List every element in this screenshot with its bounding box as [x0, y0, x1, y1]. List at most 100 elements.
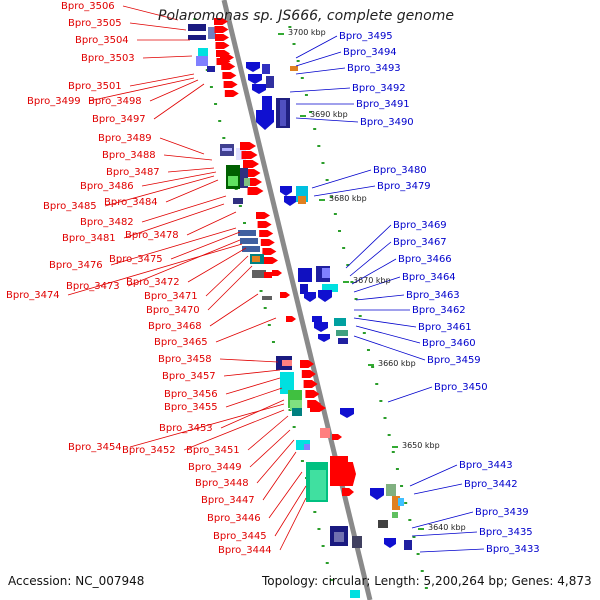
forward-gene-leader	[127, 239, 241, 287]
gene-block	[350, 590, 360, 598]
gene-block	[222, 148, 232, 151]
gene-block	[290, 66, 298, 71]
forward-gene-label: Bpro_3447	[201, 495, 255, 506]
forward-gene-label: Bpro_3458	[158, 354, 212, 365]
reverse-gene-label: Bpro_3491	[356, 99, 410, 110]
forward-gene-leader	[207, 265, 253, 311]
reverse-gene-leader	[295, 35, 338, 59]
forward-gene-leader	[170, 231, 241, 260]
gene-block	[320, 428, 330, 438]
tick-mark	[222, 137, 226, 139]
forward-gene-arrow	[215, 42, 230, 49]
forward-gene-label: Bpro_3446	[207, 513, 261, 524]
forward-gene-label: Bpro_3444	[218, 545, 272, 556]
tick-mark	[313, 128, 317, 130]
forward-gene-leader	[129, 403, 285, 448]
gene-block	[242, 246, 260, 252]
forward-gene-label: Bpro_3499	[27, 96, 81, 107]
forward-gene-arrow	[223, 81, 238, 88]
reverse-gene-label: Bpro_3463	[406, 290, 460, 301]
tick-mark	[193, 18, 197, 20]
tick-mark	[309, 111, 313, 113]
forward-gene-leader	[223, 369, 281, 377]
forward-gene-label: Bpro_3482	[80, 217, 134, 228]
forward-gene-leader	[268, 471, 303, 519]
forward-gene-leader	[142, 55, 193, 59]
forward-gene-label: Bpro_3487	[106, 167, 160, 178]
forward-gene-arrow	[256, 212, 270, 219]
forward-gene-label: Bpro_3445	[213, 531, 267, 542]
forward-gene-leader	[220, 399, 285, 429]
gene-block	[292, 408, 302, 416]
gene-block	[290, 400, 302, 410]
tick-mark	[366, 349, 370, 351]
tick-mark	[412, 536, 416, 538]
forward-gene-leader	[274, 485, 307, 537]
kbp-label: 3690 kbp	[310, 110, 348, 119]
gene-block	[386, 484, 396, 496]
reverse-gene-arrow	[280, 186, 292, 196]
reverse-gene-label: Bpro_3469	[393, 220, 447, 231]
kbp-label: 3650 kbp	[402, 441, 440, 450]
tick-mark	[420, 570, 424, 572]
gene-block	[352, 536, 362, 548]
gene-block	[378, 520, 388, 528]
forward-gene-arrow	[247, 187, 264, 195]
forward-gene-leader	[67, 243, 243, 296]
forward-gene-label: Bpro_3475	[109, 254, 163, 265]
kbp-label: 3640 kbp	[428, 523, 466, 532]
gene-block	[334, 532, 344, 542]
forward-gene-arrow	[310, 404, 326, 412]
forward-gene-arrow	[342, 488, 354, 496]
forward-gene-leader	[149, 79, 199, 102]
reverse-gene-label: Bpro_3494	[343, 47, 397, 58]
gene-block	[336, 330, 348, 336]
gene-block	[208, 27, 216, 39]
tick-mark	[321, 545, 325, 547]
tick-mark	[313, 511, 317, 513]
reverse-gene-label: Bpro_3442	[464, 479, 518, 490]
forward-gene-label: Bpro_3452	[122, 445, 176, 456]
forward-gene-label: Bpro_3455	[164, 402, 218, 413]
gene-block	[244, 178, 250, 186]
reverse-gene-leader	[353, 276, 401, 293]
forward-gene-leader	[141, 195, 227, 223]
reverse-gene-arrow	[318, 290, 332, 302]
forward-gene-label: Bpro_3471	[144, 291, 198, 302]
gene-block	[262, 96, 272, 120]
reverse-gene-arrow	[284, 196, 296, 206]
forward-gene-label: Bpro_3465	[154, 337, 208, 348]
tick-mark	[354, 298, 358, 300]
reverse-gene-label: Bpro_3479	[377, 181, 431, 192]
reverse-gene-arrow	[384, 538, 396, 548]
forward-gene-label: Bpro_3468	[148, 321, 202, 332]
gene-block	[300, 284, 308, 294]
reverse-gene-arrow	[256, 110, 274, 130]
reverse-gene-leader	[353, 317, 417, 328]
reverse-gene-label: Bpro_3450	[434, 382, 488, 393]
genome-summary: Topology: circular; Length: 5,200,264 bp…	[262, 574, 592, 588]
reverse-gene-label: Bpro_3466	[398, 254, 452, 265]
forward-gene-label: Bpro_3488	[102, 150, 156, 161]
gene-block	[238, 230, 256, 236]
forward-gene-label: Bpro_3478	[125, 230, 179, 241]
forward-gene-arrow	[215, 34, 229, 41]
forward-gene-arrow	[300, 360, 314, 368]
gene-labels: Bpro_3506Bpro_3505Bpro_3504Bpro_3503Bpro…	[6, 1, 540, 556]
reverse-gene-leader	[419, 548, 485, 553]
reverse-gene-arrow	[314, 322, 328, 332]
tick-mark	[292, 43, 296, 45]
forward-gene-leader	[110, 227, 237, 266]
gene-block	[266, 76, 274, 88]
forward-gene-arrow	[222, 72, 237, 79]
forward-gene-arrow	[221, 63, 236, 70]
forward-gene-arrow	[241, 151, 258, 159]
gene-block	[392, 496, 400, 510]
gene-block	[322, 268, 330, 278]
forward-gene-label: Bpro_3451	[186, 445, 240, 456]
tick-mark	[292, 426, 296, 428]
tick-mark	[321, 162, 325, 164]
gene-block	[252, 256, 260, 262]
